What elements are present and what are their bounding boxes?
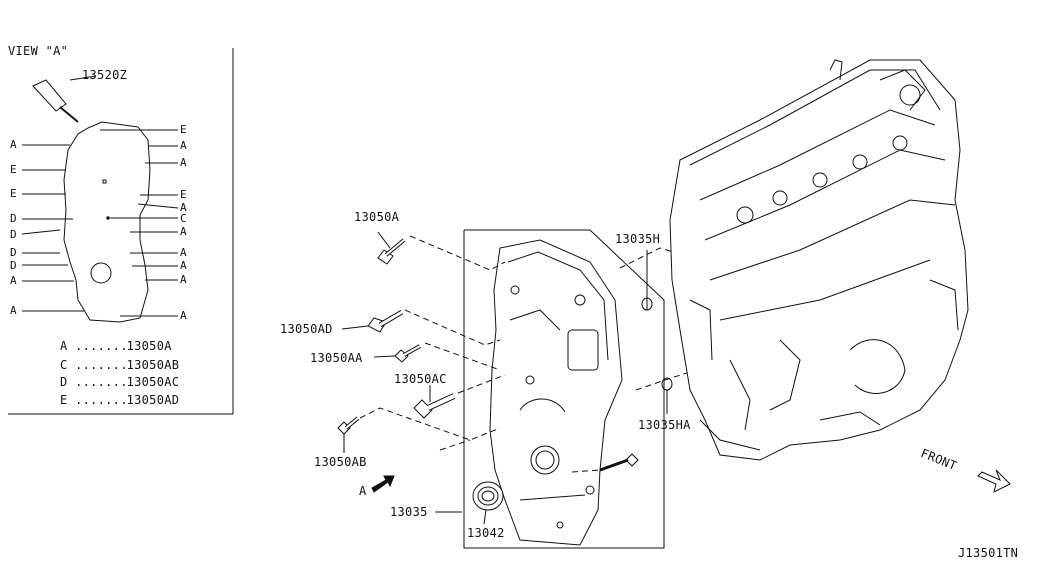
timing-cover-drawing bbox=[489, 239, 623, 546]
legend-part[interactable]: 13050AC bbox=[126, 375, 180, 389]
front-arrow-icon bbox=[977, 469, 1011, 493]
bolt-13050A-lower bbox=[599, 453, 639, 472]
oil-seal-drawing bbox=[472, 481, 504, 511]
bolt-13050AA bbox=[394, 344, 421, 363]
legend-row: E ....... 13050AD bbox=[60, 393, 179, 407]
sealant-tube-icon bbox=[32, 75, 97, 123]
legend-part[interactable]: 13050A bbox=[126, 339, 172, 353]
view-letter-right: C bbox=[180, 212, 187, 225]
bolt-13050AD bbox=[367, 309, 404, 333]
legend-dots: ....... bbox=[75, 375, 128, 389]
view-letter-right: E bbox=[180, 188, 187, 201]
view-letter-right: A bbox=[180, 156, 187, 169]
view-letter-left: A bbox=[10, 274, 17, 287]
callout-leaders bbox=[341, 231, 487, 525]
view-a-panel-border bbox=[8, 48, 234, 415]
view-letter-left: E bbox=[10, 163, 17, 176]
legend-key: D bbox=[60, 375, 68, 389]
legend-row: A ....... 13050A bbox=[60, 339, 172, 353]
view-a-title: VIEW "A" bbox=[8, 44, 69, 58]
diagram-code: J13501TN bbox=[958, 546, 1019, 560]
bolt-13050AB bbox=[337, 416, 360, 435]
callout-13035HA[interactable]: 13035HA bbox=[638, 418, 691, 432]
callout-13035[interactable]: 13035 bbox=[390, 505, 428, 519]
callout-13050AD[interactable]: 13050AD bbox=[280, 322, 333, 336]
arrow-a-label: A bbox=[359, 484, 367, 498]
legend-key: C bbox=[60, 358, 68, 372]
callout-13050A[interactable]: 13050A bbox=[354, 210, 400, 224]
callout-13050AC[interactable]: 13050AC bbox=[394, 372, 447, 386]
legend-row: C ....... 13050AB bbox=[60, 358, 179, 372]
cover-box bbox=[463, 229, 665, 549]
view-letter-right: E bbox=[180, 123, 187, 136]
legend-dots: ....... bbox=[75, 339, 128, 353]
view-letter-left: E bbox=[10, 187, 17, 200]
view-letter-right: A bbox=[180, 225, 187, 238]
view-letter-left: A bbox=[10, 138, 17, 151]
callout-13042[interactable]: 13042 bbox=[467, 526, 505, 540]
engine-block-drawing bbox=[669, 59, 969, 461]
view-letter-left: A bbox=[10, 304, 17, 317]
view-letter-right: A bbox=[180, 201, 187, 214]
view-letter-right: A bbox=[180, 273, 187, 286]
callout-13050AB[interactable]: 13050AB bbox=[314, 455, 367, 469]
legend-dots: ....... bbox=[75, 358, 128, 372]
view-a-leaders bbox=[21, 129, 179, 317]
sealant-part-number[interactable]: 13520Z bbox=[82, 68, 128, 82]
legend-key: A bbox=[60, 339, 68, 353]
bolt-13050A bbox=[377, 238, 406, 265]
front-cover-silhouette bbox=[63, 121, 151, 323]
view-letter-right: A bbox=[180, 139, 187, 152]
callout-13050AA[interactable]: 13050AA bbox=[310, 351, 363, 365]
arrow-a-icon bbox=[371, 475, 395, 493]
view-letter-left: D bbox=[10, 212, 17, 225]
dowel-pins bbox=[641, 250, 673, 414]
view-letter-right: A bbox=[180, 246, 187, 259]
view-letter-left: D bbox=[10, 259, 17, 272]
legend-part[interactable]: 13050AD bbox=[126, 393, 180, 407]
legend-part[interactable]: 13050AB bbox=[126, 358, 180, 372]
view-letter-left: D bbox=[10, 228, 17, 241]
callout-13035H[interactable]: 13035H bbox=[615, 232, 661, 246]
legend-dots: ....... bbox=[75, 393, 128, 407]
view-letter-right: A bbox=[180, 309, 187, 322]
view-letter-left: D bbox=[10, 246, 17, 259]
legend-key: E bbox=[60, 393, 68, 407]
bolt-13050AC bbox=[413, 393, 456, 419]
legend-row: D ....... 13050AC bbox=[60, 375, 179, 389]
view-letter-right: A bbox=[180, 259, 187, 272]
